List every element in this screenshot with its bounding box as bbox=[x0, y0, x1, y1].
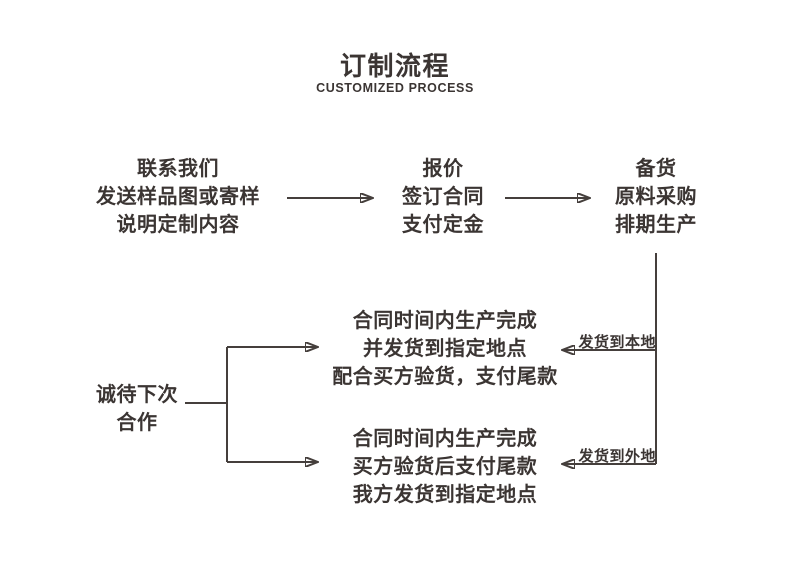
step-line: 联系我们 bbox=[137, 158, 219, 180]
closing-line: 诚待下次 bbox=[96, 384, 178, 406]
closing-line: 合作 bbox=[116, 412, 158, 434]
step-line: 原料采购 bbox=[615, 186, 697, 208]
step-contact-us: 联系我们 发送样品图或寄样 说明定制内容 bbox=[58, 155, 298, 239]
step-stock-preparation: 备货 原料采购 排期生产 bbox=[536, 155, 776, 239]
outcome-remote-delivery: 合同时间内生产完成 买方验货后支付尾款 我方发货到指定地点 bbox=[290, 425, 600, 509]
outcome-line: 合同时间内生产完成 bbox=[352, 310, 538, 332]
page-subtitle: CUSTOMIZED PROCESS bbox=[316, 81, 474, 95]
branch-label-ship-local: 发货到本地 bbox=[578, 334, 656, 351]
closing-next-cooperation: 诚待下次 合作 bbox=[57, 381, 217, 437]
step-line: 排期生产 bbox=[615, 214, 697, 236]
outcome-line: 配合买方验货，支付尾款 bbox=[332, 366, 558, 388]
branch-label-ship-remote: 发货到外地 bbox=[578, 448, 656, 465]
step-line: 发送样品图或寄样 bbox=[96, 186, 260, 208]
step-quotation: 报价 签订合同 支付定金 bbox=[323, 155, 563, 239]
outcome-line: 我方发货到指定地点 bbox=[352, 484, 538, 506]
outcome-line: 并发货到指定地点 bbox=[363, 338, 527, 360]
page-title: 订制流程 bbox=[339, 51, 450, 81]
step-line: 备货 bbox=[635, 158, 677, 180]
outcome-line: 买方验货后支付尾款 bbox=[352, 456, 538, 478]
step-line: 签订合同 bbox=[402, 186, 484, 208]
step-line: 支付定金 bbox=[402, 214, 484, 236]
outcome-local-delivery: 合同时间内生产完成 并发货到指定地点 配合买方验货，支付尾款 bbox=[290, 307, 600, 391]
outcome-line: 合同时间内生产完成 bbox=[352, 428, 538, 450]
step-line: 说明定制内容 bbox=[116, 214, 240, 236]
step-line: 报价 bbox=[422, 158, 464, 180]
